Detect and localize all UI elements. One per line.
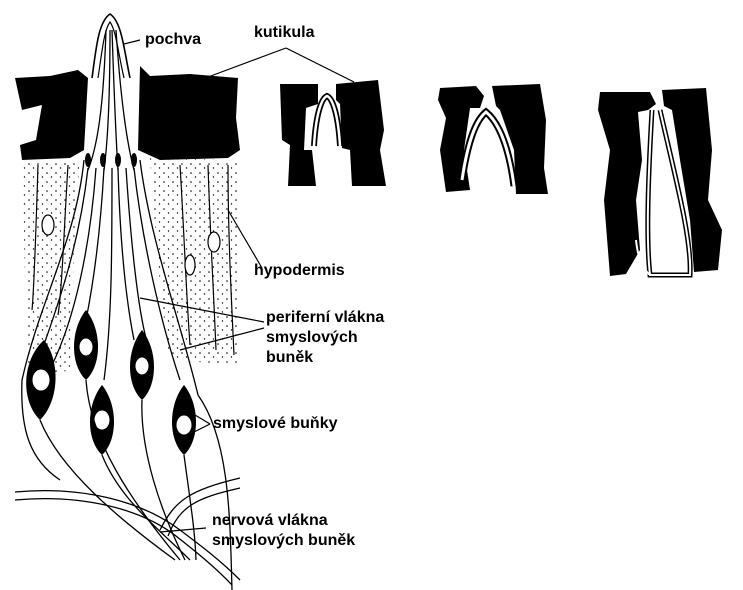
label-pochva: pochva <box>145 30 201 49</box>
stage-1 <box>280 80 386 186</box>
label-nervova-vlakna: nervová vlákna <box>212 511 328 530</box>
stage-3 <box>598 88 722 276</box>
stage-2 <box>438 84 548 194</box>
label-periferni-vlakna: periferní vlákna <box>266 308 384 327</box>
label-nervova-vlakna: smyslových buněk <box>212 531 355 550</box>
label-kutikula: kutikula <box>254 23 314 42</box>
label-periferni-vlakna: buněk <box>266 348 313 367</box>
cuticle-block-left <box>15 70 88 160</box>
label-periferni-vlakna: smyslových <box>266 328 358 347</box>
cuticle-block-right <box>138 66 240 160</box>
label-hypodermis: hypodermis <box>254 261 345 280</box>
main-sensillum <box>15 14 240 590</box>
label-smyslove-bunky: smyslové buňky <box>213 414 338 433</box>
